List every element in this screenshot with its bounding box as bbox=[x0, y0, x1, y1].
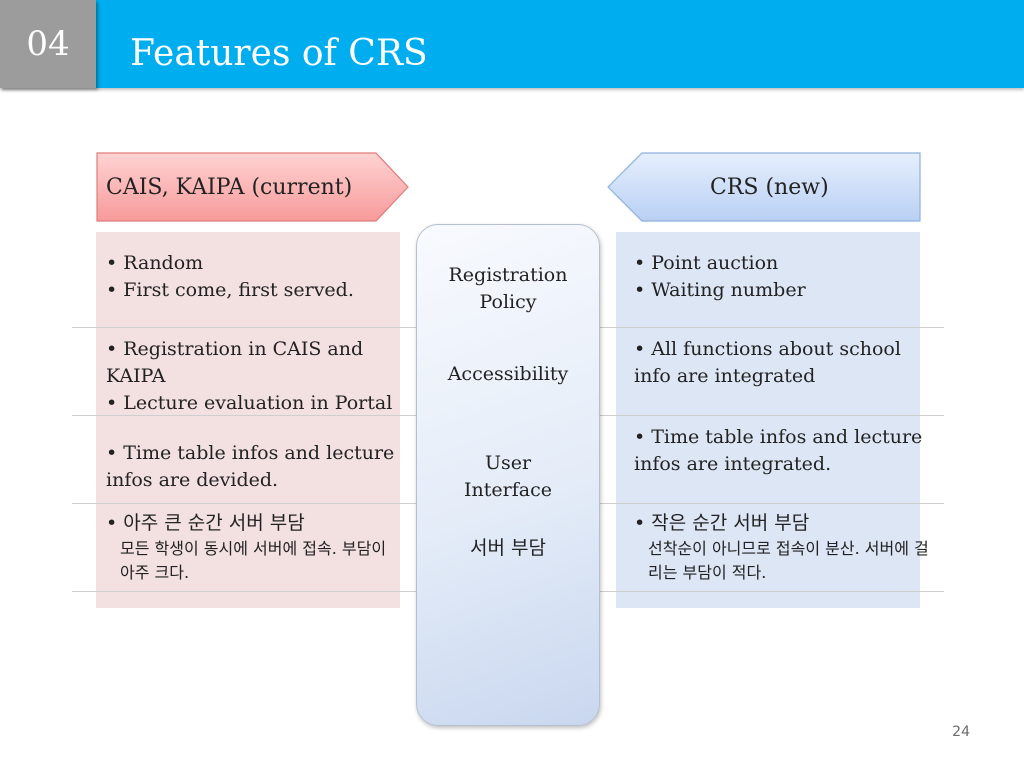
right-arrow-banner-shape bbox=[96, 152, 409, 222]
bullet-item: • Point auction bbox=[634, 252, 779, 274]
criteria-user-interface: User Interface bbox=[416, 450, 600, 504]
bullet-item: • 아주 큰 순간 서버 부담 bbox=[106, 512, 305, 534]
new-user-interface: • Time table infos and lecture infos are… bbox=[634, 424, 944, 478]
new-server-load: • 작은 순간 서버 부담 선착순이 아니므로 접속이 분산. 서버에 걸리는 … bbox=[634, 510, 930, 585]
bullet-item: • All functions about school info are in… bbox=[634, 338, 901, 387]
current-system-column bbox=[96, 232, 400, 608]
section-number: 04 bbox=[0, 0, 96, 88]
criteria-server-load: 서버 부담 bbox=[416, 535, 600, 562]
current-registration-policy: • Random • First come, first served. bbox=[106, 250, 400, 304]
criteria-pill bbox=[416, 224, 600, 726]
bullet-detail: 모든 학생이 동시에 서버에 접속. 부담이 아주 크다. bbox=[120, 539, 387, 582]
bullet-item: • Random bbox=[106, 252, 204, 274]
current-accessibility: • Registration in CAIS and KAIPA • Lectu… bbox=[106, 336, 396, 417]
new-system-label: CRS (new) bbox=[710, 175, 829, 200]
new-system-column bbox=[616, 232, 920, 608]
bullet-item: • First come, first served. bbox=[106, 279, 354, 301]
new-registration-policy: • Point auction • Waiting number bbox=[634, 250, 934, 304]
criteria-label: Registration Policy bbox=[448, 264, 568, 313]
bullet-detail: 선착순이 아니므로 접속이 분산. 서버에 걸리는 부담이 적다. bbox=[648, 539, 929, 582]
bullet-item: • Time table infos and lecture infos are… bbox=[106, 442, 395, 491]
current-server-load: • 아주 큰 순간 서버 부담 모든 학생이 동시에 서버에 접속. 부담이 아… bbox=[106, 510, 390, 585]
criteria-label: User Interface bbox=[464, 452, 552, 501]
bullet-item: • Lecture evaluation in Portal bbox=[106, 392, 393, 414]
bullet-item: • 작은 순간 서버 부담 bbox=[634, 512, 810, 534]
criteria-label: 서버 부담 bbox=[470, 537, 546, 559]
current-user-interface: • Time table infos and lecture infos are… bbox=[106, 440, 400, 494]
current-system-label: CAIS, KAIPA (current) bbox=[106, 175, 353, 200]
current-system-banner: CAIS, KAIPA (current) bbox=[96, 152, 410, 222]
header-bar bbox=[0, 0, 1024, 88]
bullet-item: • Registration in CAIS and KAIPA bbox=[106, 338, 364, 387]
bullet-item: • Waiting number bbox=[634, 279, 806, 301]
criteria-label: Accessibility bbox=[447, 363, 569, 385]
left-arrow-banner-shape bbox=[607, 152, 921, 222]
page-number: 24 bbox=[952, 724, 970, 740]
criteria-accessibility: Accessibility bbox=[416, 361, 600, 388]
criteria-registration-policy: Registration Policy bbox=[416, 262, 600, 316]
bullet-item: • Time table infos and lecture infos are… bbox=[634, 426, 923, 475]
new-system-banner: CRS (new) bbox=[606, 152, 922, 222]
page-title: Features of CRS bbox=[130, 33, 428, 74]
new-accessibility: • All functions about school info are in… bbox=[634, 336, 924, 390]
